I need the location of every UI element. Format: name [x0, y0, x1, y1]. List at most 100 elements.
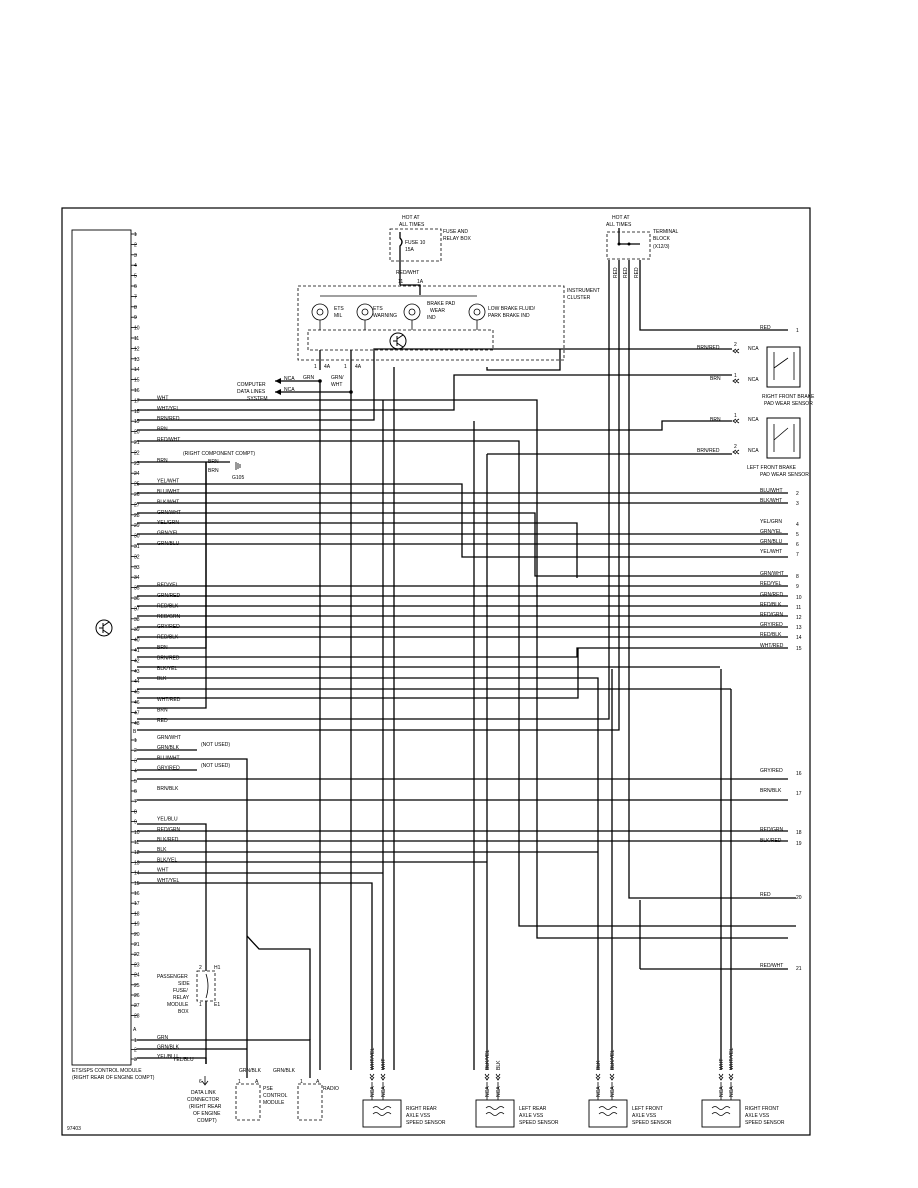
conn-b-pin-number: 15	[134, 881, 140, 887]
conn-b-pin-number: 19	[134, 922, 140, 928]
conn-b-pin-wire-label: GRY/RED	[157, 766, 180, 772]
dlc-label-2: CONNECTOR	[187, 1097, 220, 1103]
relay-label-2: SIDE	[178, 981, 190, 987]
conn-a-pin-number: 47	[134, 710, 140, 716]
relay-conn-top: H1	[214, 965, 221, 971]
conn-b-pin-number: 22	[134, 952, 140, 958]
conn-b-pin-number: 2	[134, 748, 137, 754]
right-wire-label: GRN/YEL	[760, 529, 782, 535]
conn-c-pin-wire-label: YEL/BLU	[157, 1054, 178, 1060]
conn-a-pin-number: 8	[134, 305, 137, 311]
conn-b-pin-number: 7	[134, 799, 137, 805]
relay-conn-bot: E1	[214, 1002, 220, 1008]
conn-b-pin-wire-label: YEL/BLU	[157, 817, 178, 823]
right-wire-label: RED/BLK	[760, 632, 782, 638]
conn-a-pin-number: 31	[134, 544, 140, 550]
conn-b-pin-number: 11	[134, 840, 139, 846]
right-wire-number: 15	[796, 646, 802, 652]
relay-pin-top: 2	[199, 965, 202, 971]
right-wire-number: 19	[796, 841, 802, 847]
conn-b-pin-wire-label: BLK/YEL	[157, 857, 178, 863]
fuse-relay-box	[389, 228, 442, 262]
dlc-label-1: DATA LINK	[191, 1090, 216, 1096]
speed-sensor-wire-1: BLK	[596, 1060, 602, 1070]
pse-label-2: CONTROL	[263, 1093, 288, 1099]
cluster-pin-left-conn: 4A	[324, 364, 331, 370]
conn-a-pin-number: 48	[134, 721, 140, 727]
cluster-transistor-icon	[389, 332, 407, 350]
relay-fuse-icon	[205, 973, 209, 999]
conn-a-pin-number: 10	[134, 326, 140, 332]
conn-a-pin-number: 28	[134, 513, 140, 519]
conn-b-pin-number: 4	[134, 769, 137, 775]
conn-a-pin-wire-label: BRN/RED	[157, 416, 180, 422]
terminal-hot-1: HOT AT	[612, 215, 630, 221]
conn-b-pin-number: 25	[134, 983, 140, 989]
terminal-block-1: TERMINAL	[653, 229, 679, 235]
dlc-pin: 6	[199, 1079, 202, 1085]
conn-c-pin-number: 2	[134, 1048, 137, 1054]
conn-a-pin-number: 26	[134, 492, 140, 498]
module-title: ETS/SPS CONTROL MODULE	[72, 1068, 142, 1074]
conn-c-pin-number: 1	[134, 1038, 137, 1044]
right-wire-label: BLU/WHT	[760, 488, 783, 494]
conn-b-pin-wire-label: BRN/BLK	[157, 786, 179, 792]
ets-warning-lamp-icon	[356, 303, 374, 321]
dlc-arrow-icon	[201, 1076, 209, 1086]
speed-sensor-leads	[597, 1082, 613, 1100]
cluster-name-1: INSTRUMENT	[567, 288, 600, 294]
conn-b-pin-wire-label: BLK	[157, 847, 167, 853]
conn-a-pin-number: 33	[134, 565, 140, 571]
lamp-2-line-1: ETS	[373, 306, 383, 312]
fuse-hot-label-2: ALL TIMES	[399, 222, 425, 228]
connector-c-letter: A	[133, 1027, 137, 1033]
right-wire-number: 11	[796, 605, 801, 611]
conn-a-pin-number: 11	[134, 336, 139, 342]
lf-brake-sensor-name-2: PAD WEAR SENSOR	[760, 472, 809, 478]
conn-a-pin-wire-label: WHT/RED	[157, 697, 181, 703]
radio-pin: 1	[300, 1079, 303, 1085]
terminal-block-3: (X12/3)	[653, 244, 670, 250]
right-wire-label: BLK/WHT	[760, 498, 782, 504]
conn-b-pin-wire-label: BLK/RED	[157, 837, 179, 843]
speed-sensor-coil-icon	[485, 1106, 505, 1116]
conn-b-pin-number: 17	[134, 901, 140, 907]
rf-nca-1: NCA	[748, 346, 759, 352]
figure-id: 97403	[67, 1126, 81, 1132]
computer-nca-2: NCA	[284, 387, 295, 393]
ground-id: G105	[232, 475, 244, 481]
conn-a-pin-number: 13	[134, 357, 140, 363]
module-subtitle: (RIGHT REAR OF ENGINE COMPT)	[72, 1075, 155, 1081]
conn-b-pin-number: 27	[134, 1003, 140, 1009]
conn-a-pin-number: 42	[134, 658, 140, 664]
lamp-3-line-3: IND	[427, 315, 436, 321]
conn-a-pin-number: 7	[134, 294, 137, 300]
rf-brake-pad-sensor-box	[766, 346, 801, 388]
conn-a-pin-number: 32	[134, 554, 140, 560]
fuse-pin-conn: 1A	[417, 279, 424, 285]
cluster-pin-left: 1	[314, 364, 317, 370]
terminal-block-2: BLOCK	[653, 236, 671, 242]
right-wire-label: RED	[760, 892, 771, 898]
cluster-pin-right: 1	[344, 364, 347, 370]
speed-sensor-coil-icon	[598, 1106, 618, 1116]
conn-a-pin-number: 16	[134, 388, 140, 394]
conn-b-pin-number: 12	[134, 850, 140, 856]
terminal-wire-3: RED	[634, 267, 640, 278]
right-wire-label: RED/GRN	[760, 827, 783, 833]
rf-pin-1: 1	[734, 373, 737, 379]
speed-sensor-coil-icon	[372, 1106, 392, 1116]
terminal-block-box	[606, 231, 651, 260]
conn-b-pin-number: 28	[134, 1013, 140, 1019]
conn-a-pin-number: 27	[134, 502, 140, 508]
cluster-name-2: CLUSTER	[567, 295, 591, 301]
conn-a-pin-wire-label: RED	[157, 718, 168, 724]
terminal-bus-bar	[618, 228, 640, 245]
right-wire-label: RED	[760, 325, 771, 331]
not-used-1: (NOT USED)	[201, 742, 230, 748]
radio-label: RADIO	[323, 1086, 339, 1092]
diagram-frame	[61, 207, 811, 1136]
conn-a-pin-number: 5	[134, 274, 137, 280]
